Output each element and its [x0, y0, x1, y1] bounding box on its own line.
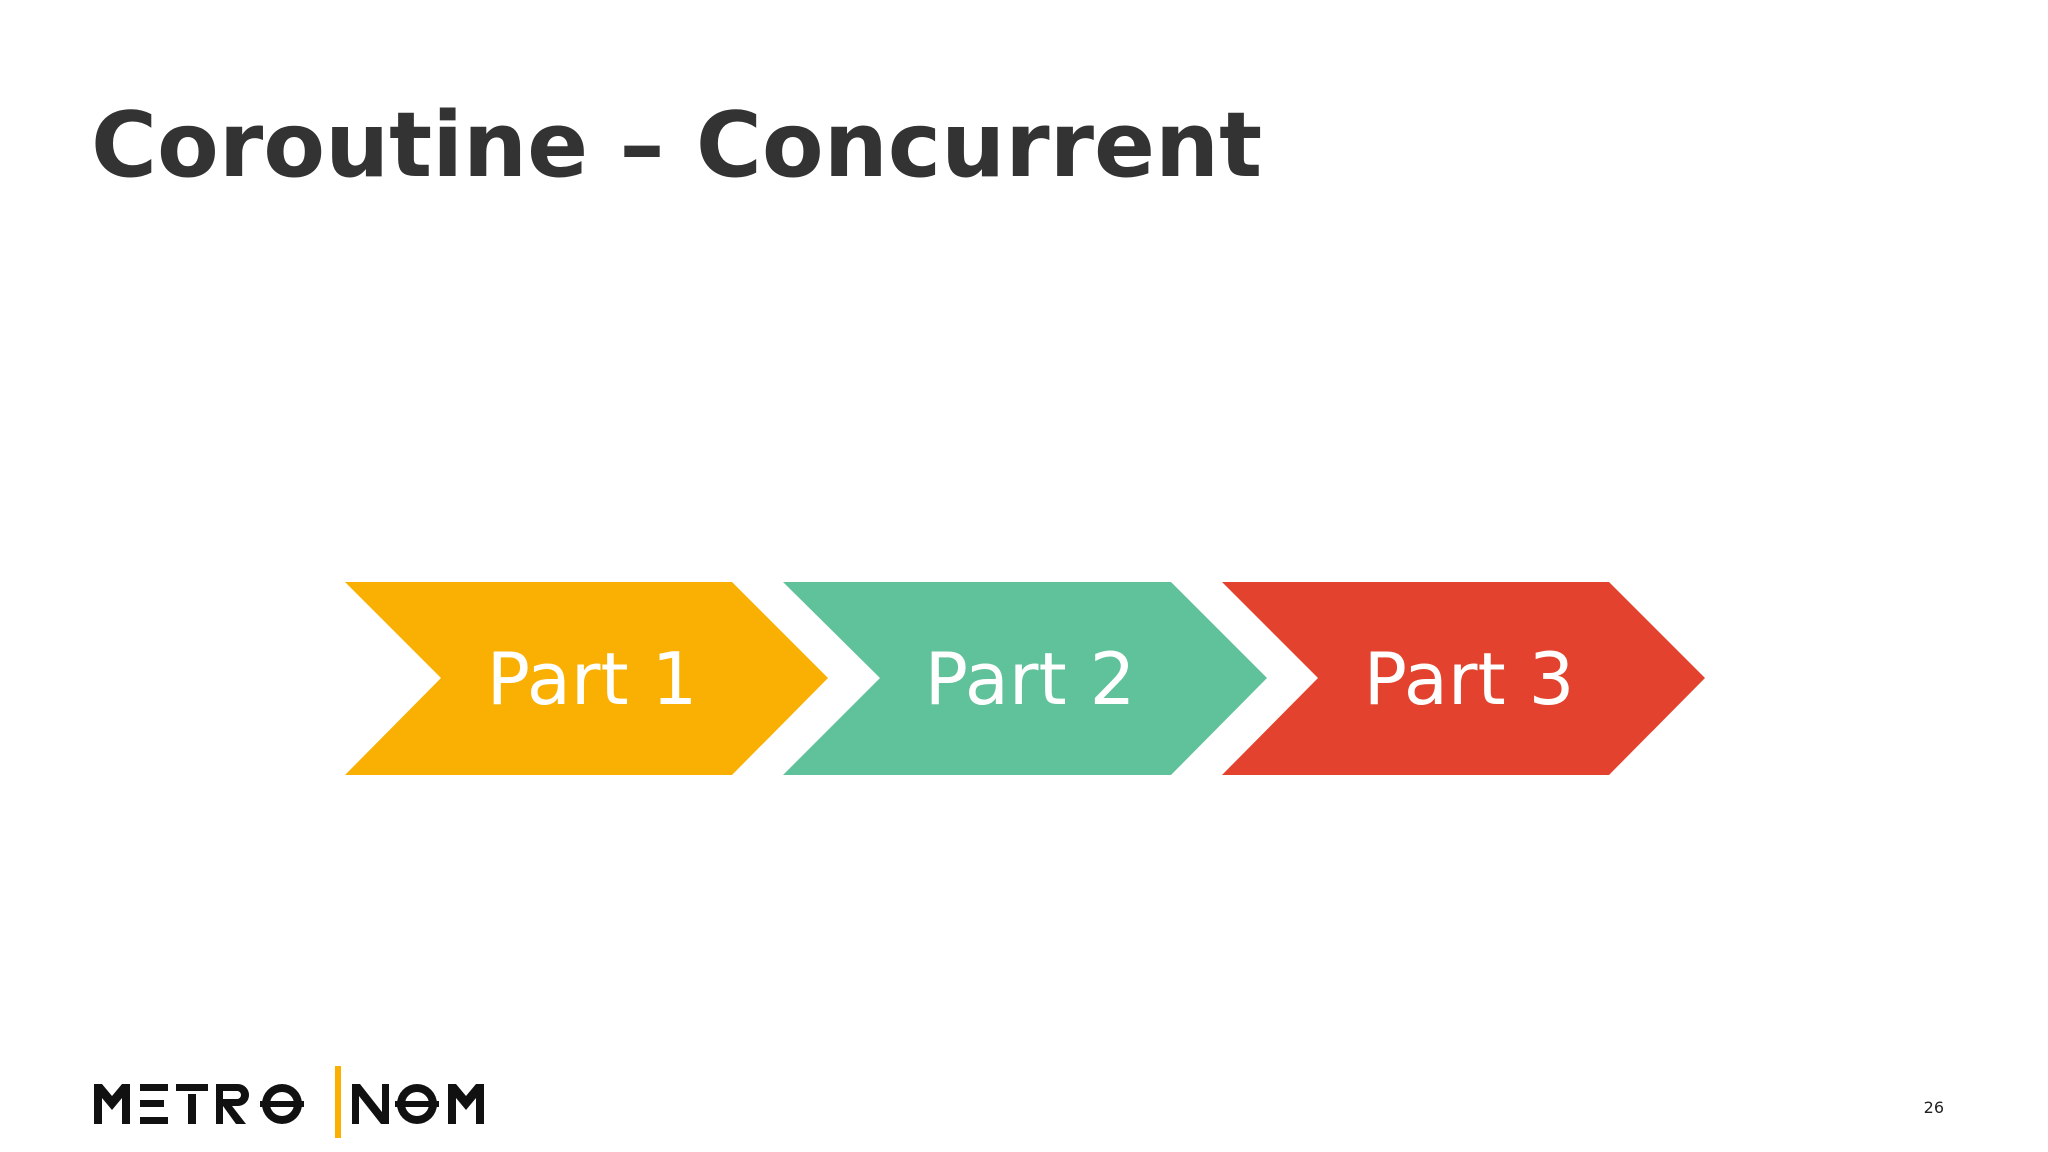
chevron-label-part-3: Part 3 [1364, 637, 1575, 721]
chevron-part-2 [783, 582, 1267, 775]
slide-title: Coroutine – Concurrent [91, 93, 1263, 198]
metronom-logo [94, 1066, 484, 1138]
chevron-label-part-1: Part 1 [487, 637, 698, 721]
page-number: 26 [1923, 1098, 1944, 1117]
chevron-part-1 [345, 582, 828, 775]
chevron-label-part-2: Part 2 [925, 637, 1136, 721]
chevron-part-3 [1222, 582, 1705, 775]
logo-divider [335, 1066, 341, 1138]
